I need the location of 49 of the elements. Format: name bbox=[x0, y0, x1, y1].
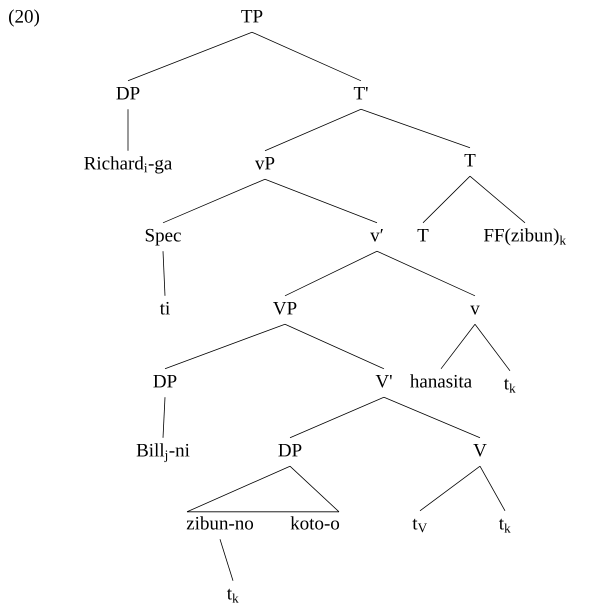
tree-branch bbox=[162, 250, 166, 296]
tree-branch bbox=[440, 324, 476, 370]
tree-label: V' bbox=[376, 374, 392, 388]
tree-branch bbox=[290, 466, 340, 512]
tree-branch bbox=[376, 250, 476, 296]
tree-label: VP bbox=[273, 302, 296, 315]
tree-branch bbox=[284, 250, 378, 296]
tree-label: V bbox=[473, 444, 487, 457]
tree-branch bbox=[264, 108, 362, 152]
tree-label: Richard$_{i}$-ga bbox=[84, 156, 172, 174]
tree-label: v bbox=[470, 306, 480, 315]
tree-branch bbox=[264, 178, 378, 224]
tree-label: T' bbox=[354, 86, 368, 100]
tree-branch bbox=[186, 466, 290, 512]
tree-branch bbox=[360, 108, 470, 148]
tree-branch bbox=[162, 396, 166, 438]
tree-branch bbox=[252, 32, 362, 82]
tree-label: zibun-no bbox=[186, 516, 254, 530]
tree-label: t$_{k}$ bbox=[226, 588, 239, 603]
tree-branch bbox=[284, 324, 384, 370]
tree-branch bbox=[220, 538, 234, 582]
tree-label: vP bbox=[254, 156, 274, 170]
tree-branch bbox=[384, 396, 480, 438]
tree-branch bbox=[470, 176, 526, 224]
tree-branch bbox=[480, 466, 506, 512]
tree-branch bbox=[162, 178, 266, 224]
tree-label: t$_{k}$ bbox=[498, 518, 511, 533]
tree-label: DP bbox=[153, 374, 176, 388]
tree-label: T bbox=[418, 228, 428, 242]
tree-label: TP bbox=[241, 10, 262, 22]
tree-branch bbox=[290, 396, 384, 438]
tree-branch bbox=[474, 324, 510, 372]
tree-label: DP bbox=[278, 444, 302, 456]
tree-label: Spec bbox=[146, 228, 181, 246]
tree-branch bbox=[420, 466, 480, 512]
tree-label: t$_{k}$ bbox=[504, 378, 516, 393]
tree-label: Bill$_{j}$-ni bbox=[136, 443, 190, 462]
tree-branch bbox=[164, 324, 286, 370]
example-number: (20) bbox=[9, 9, 40, 27]
tree-label: DP bbox=[116, 86, 140, 100]
tree-label: v′ bbox=[370, 228, 383, 242]
tree-branch bbox=[422, 176, 470, 224]
tree-label: t$_{V}$ bbox=[412, 518, 428, 532]
tree-label: T bbox=[464, 154, 476, 166]
tree-label: koto-o bbox=[290, 516, 340, 530]
tree-branch bbox=[128, 32, 252, 82]
tree-label: ti bbox=[160, 302, 170, 315]
tree-label: hanasita bbox=[410, 374, 472, 388]
tree-label: FF(zibun)$_{k}$ bbox=[484, 228, 566, 246]
